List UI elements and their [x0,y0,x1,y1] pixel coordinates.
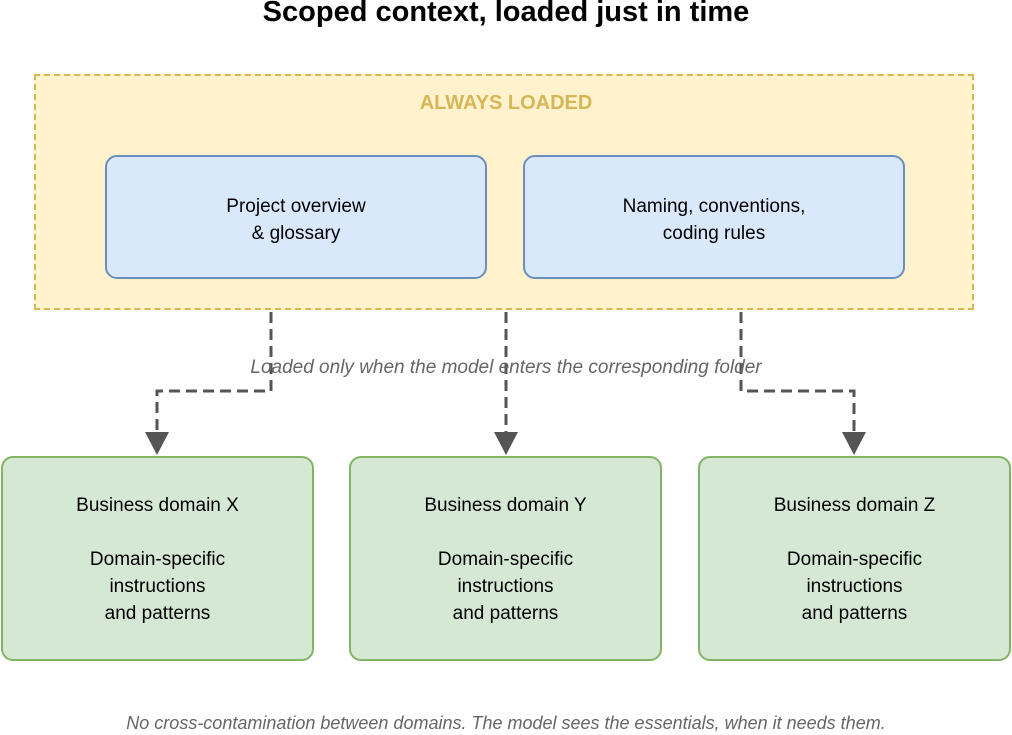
domain-y-line-2: instructions [457,576,554,597]
arrowhead-domain-x-icon [145,432,169,455]
project-overview-line-2: & glossary [251,223,341,244]
domain-y-heading: Business domain Y [424,495,587,516]
conventions-box: Naming, conventions, coding rules [523,155,905,279]
conventions-line-2: coding rules [662,223,766,244]
always-loaded-label: ALWAYS LOADED [419,92,593,114]
footer-note: No cross-contamination between domains. … [126,713,886,733]
domain-x-line-1: Domain-specific [89,549,226,570]
domain-x-heading: Business domain X [76,495,239,516]
domain-z-line-2: instructions [806,576,903,597]
domain-y-line-1: Domain-specific [437,549,574,570]
arrowhead-domain-y-icon [494,432,518,455]
domain-x-box: Business domain X Domain-specific instru… [1,456,314,661]
project-overview-line-1: Project overview [226,196,366,217]
domain-x-line-3: and patterns [104,603,211,624]
domain-x-line-2: instructions [109,576,206,597]
domain-z-box: Business domain Z Domain-specific instru… [698,456,1011,661]
domain-z-heading: Business domain Z [773,495,936,516]
connector-to-domain-z [739,312,856,432]
project-overview-box: Project overview & glossary [105,155,487,279]
domain-y-line-3: and patterns [452,603,559,624]
conventions-line-1: Naming, conventions, [622,196,806,217]
domain-z-line-1: Domain-specific [786,549,923,570]
arrowhead-domain-z-icon [842,432,866,455]
diagram-title: Scoped context, loaded just in time [262,0,750,28]
domain-y-box: Business domain Y Domain-specific instru… [349,456,662,661]
domain-z-line-3: and patterns [801,603,908,624]
connector-to-domain-x [155,312,273,432]
connector-note: Loaded only when the model enters the co… [250,357,762,378]
